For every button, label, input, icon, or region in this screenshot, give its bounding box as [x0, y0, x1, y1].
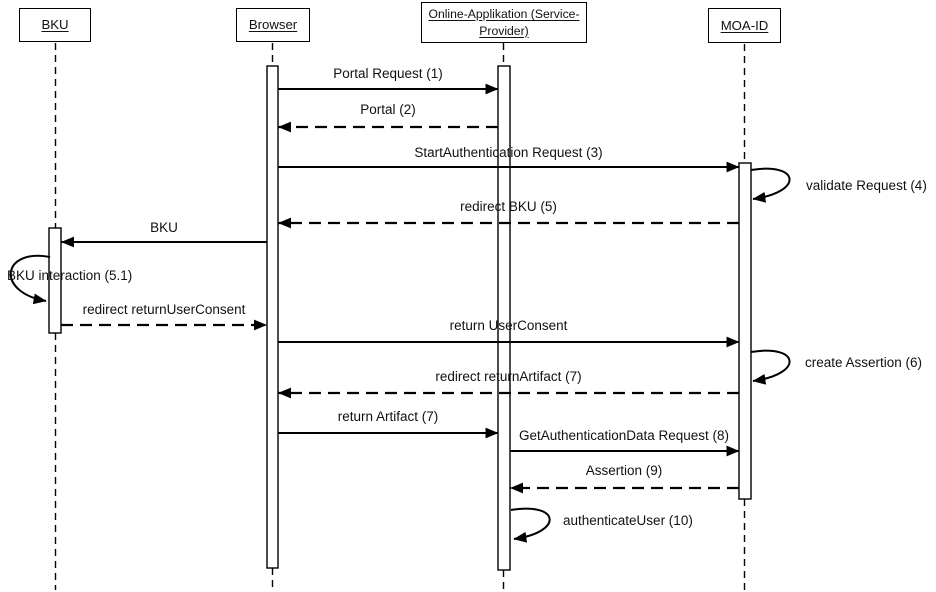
message-label-validate-request: validate Request (4) — [806, 178, 927, 193]
participant-box-browser: Browser — [236, 8, 310, 42]
activation-bar-moa-id — [738, 162, 752, 500]
participant-box-moa-id: MOA-ID — [708, 8, 781, 43]
participant-label-bku: BKU — [41, 17, 69, 33]
activation-bar-online-applikation — [497, 65, 511, 571]
self-message-bku-interaction — [9, 254, 51, 305]
message-label-authenticateuser: authenticateUser (10) — [563, 513, 693, 528]
participant-label-browser: Browser — [248, 17, 298, 33]
message-label-create-assertion: create Assertion (6) — [805, 355, 923, 370]
self-message-authenticateuser — [510, 507, 551, 543]
message-label-portal-return: Portal (2) — [360, 102, 416, 117]
message-label-startauthentication-request: StartAuthentication Request (3) — [414, 145, 603, 160]
message-label-bku-interaction: BKU interaction (5.1) — [7, 268, 133, 283]
message-label-assertion-return: Assertion (9) — [585, 463, 663, 478]
message-label-getauthenticationdata-request: GetAuthenticationData Request (8) — [518, 428, 730, 443]
participant-box-bku: BKU — [19, 8, 91, 42]
self-message-validate-request — [750, 167, 791, 203]
self-message-create-assertion — [750, 349, 791, 385]
activation-bar-bku — [48, 227, 62, 334]
message-label-redirect-bku: redirect BKU (5) — [460, 199, 557, 214]
participant-label-online-applikation-line2: Provider) — [479, 23, 529, 38]
participant-label-moa-id: MOA-ID — [720, 17, 769, 33]
message-label-portal-request: Portal Request (1) — [333, 66, 443, 81]
activation-bar-browser — [266, 65, 279, 569]
message-label-redirect-returnartifact: redirect returnArtifact (7) — [435, 369, 582, 384]
participant-label-online-applikation-line1: Online-Applikation (Service- — [428, 7, 580, 22]
message-label-return-artifact: return Artifact (7) — [337, 409, 439, 424]
message-label-return-userconsent: return UserConsent — [449, 318, 568, 333]
participant-box-online-applikation: Online-Applikation (Service- Provider) — [421, 2, 587, 43]
message-label-redirect-returnuserconsent: redirect returnUserConsent — [82, 302, 246, 317]
message-label-bku: BKU — [150, 220, 178, 235]
